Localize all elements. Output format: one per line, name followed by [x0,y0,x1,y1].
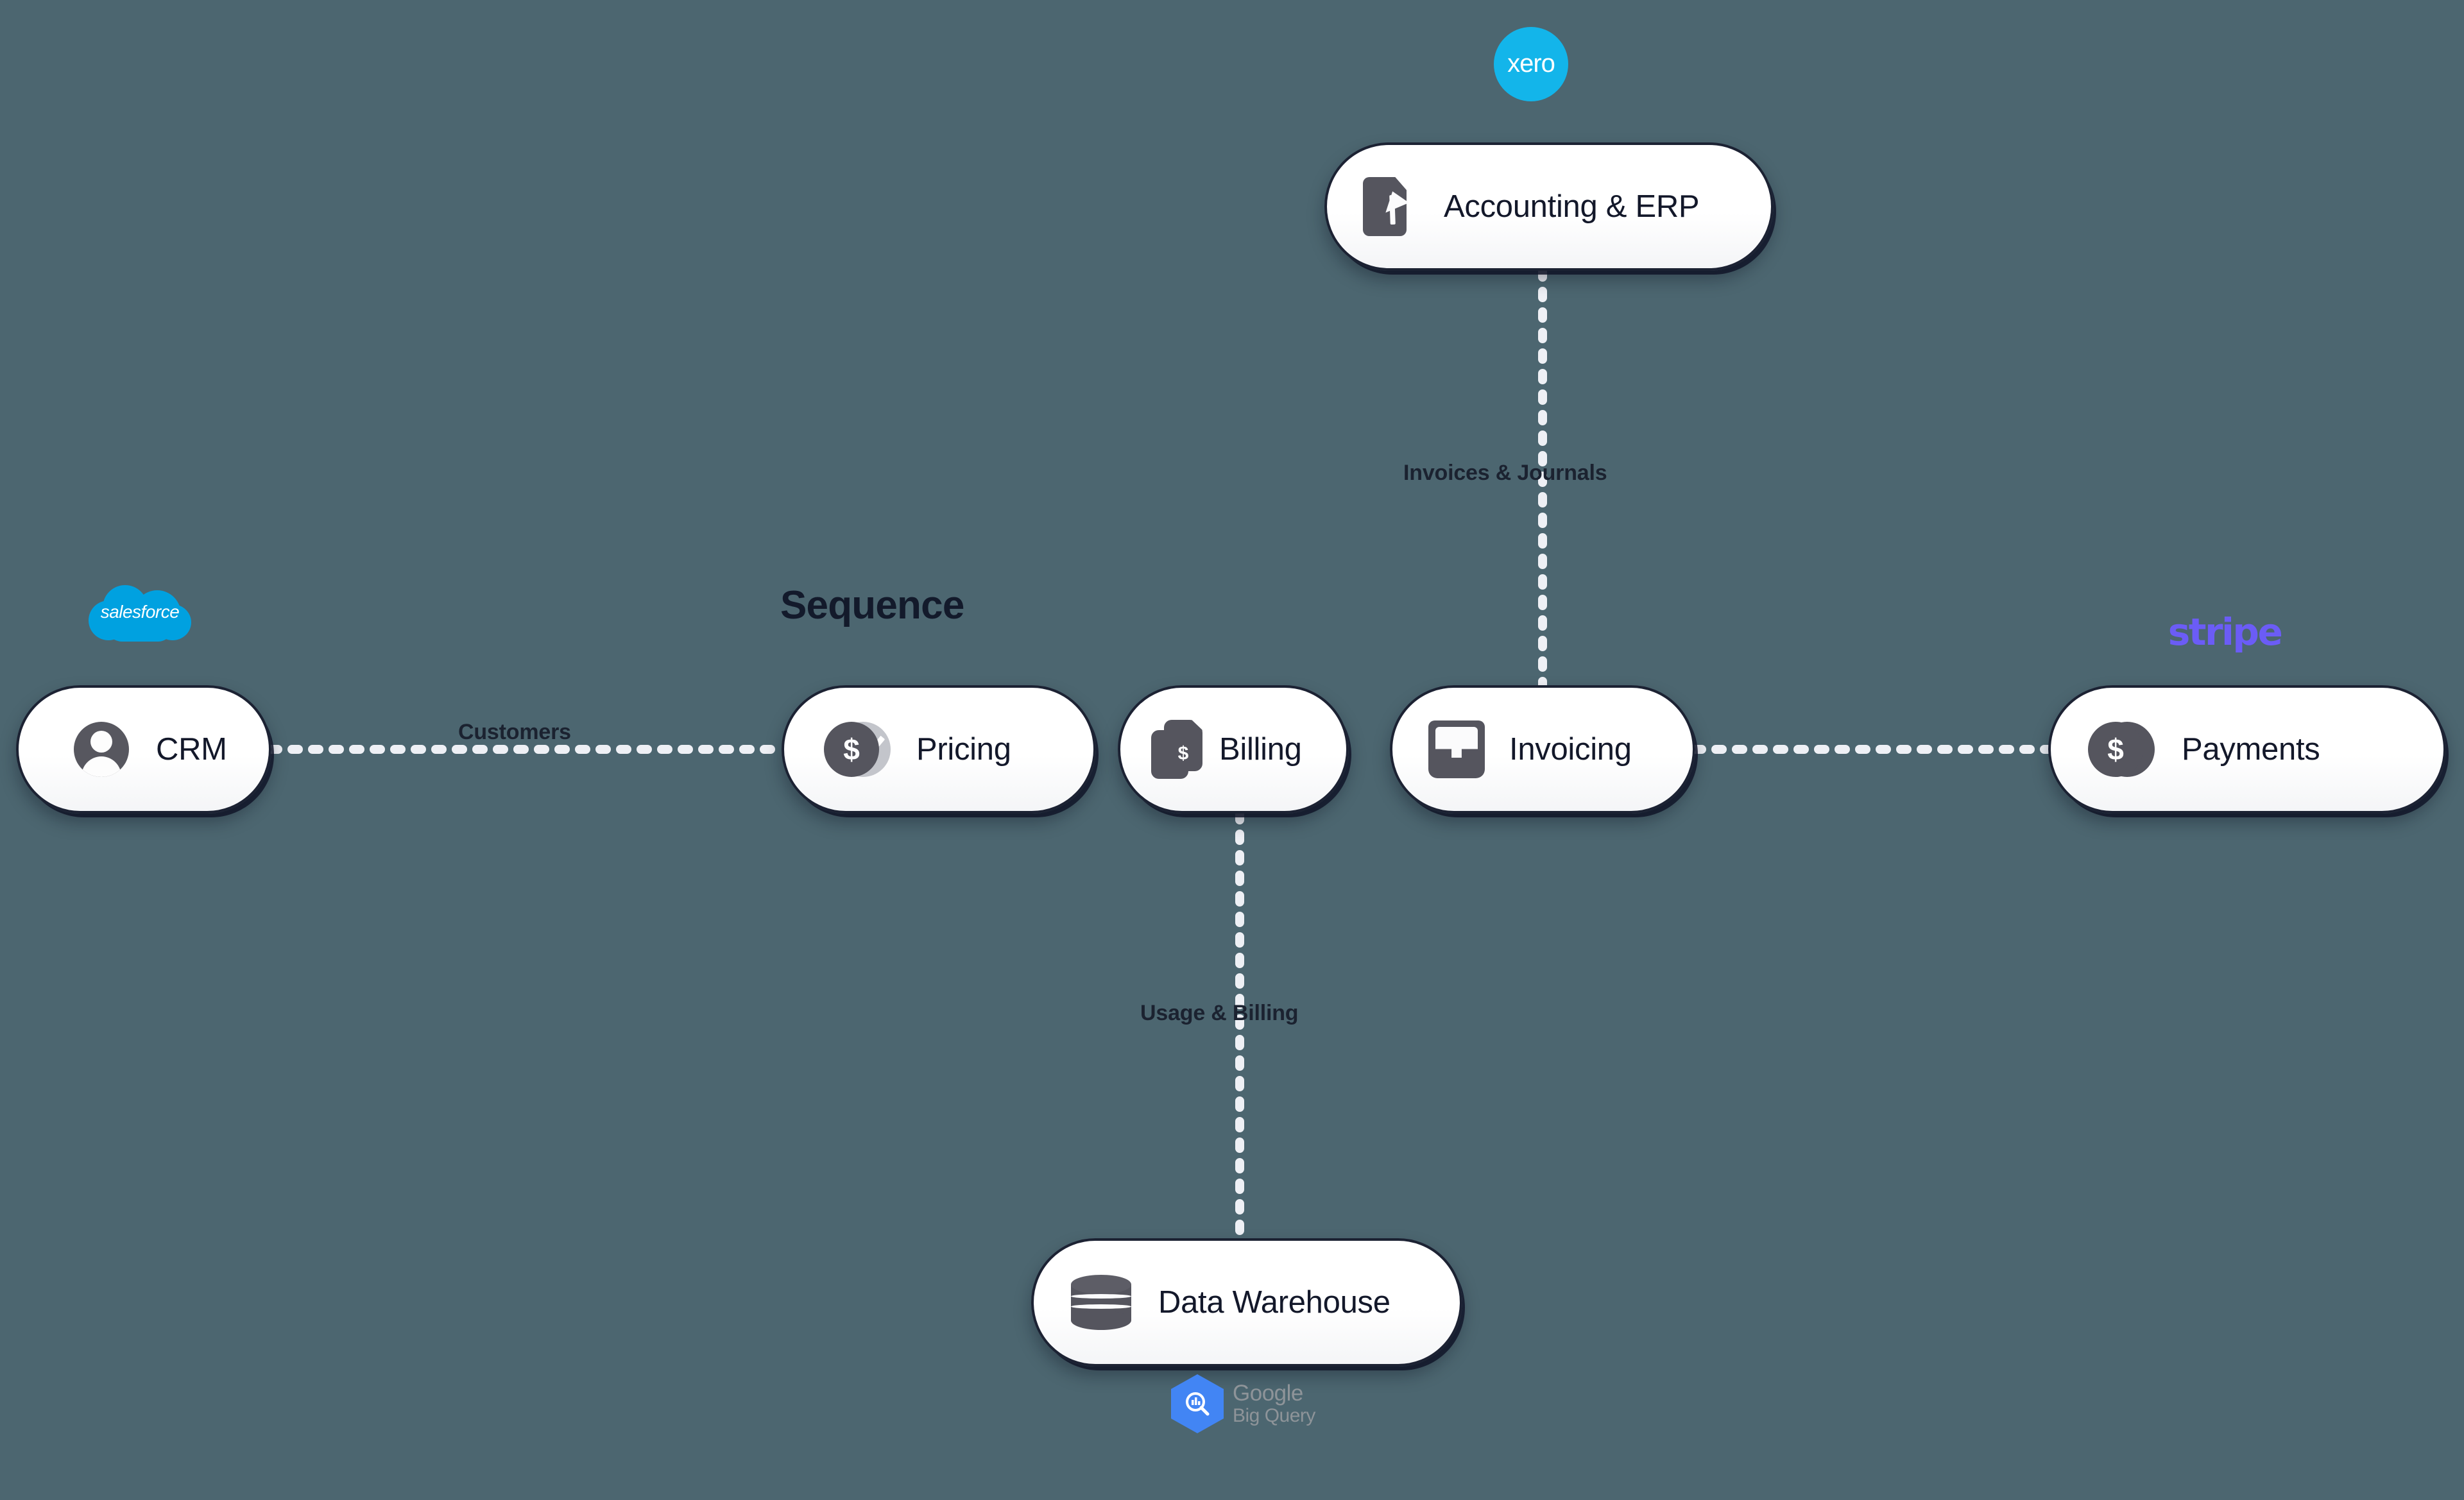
edge-label-usage-billing: Usage & Billing [1140,1001,1299,1025]
invoice-stack-icon: $ [1151,720,1202,779]
group-title-sequence: Sequence [780,583,964,627]
node-crm[interactable]: CRM [16,685,271,814]
node-accounting-erp[interactable]: Accounting & ERP [1324,142,1774,271]
database-icon [1071,1275,1131,1330]
xero-logo: xero [1494,27,1568,101]
node-pricing-label: Pricing [916,732,1011,767]
double-coin-icon: $ $ [2088,722,2155,777]
coins-check-icon: $ [824,722,891,777]
edge-label-customers: Customers [458,720,571,744]
bigquery-product-text: Big Query [1233,1404,1315,1426]
node-billing[interactable]: $ Billing [1118,685,1349,814]
node-payments-label: Payments [2182,732,2320,767]
node-accounting-erp-label: Accounting & ERP [1444,189,1700,224]
node-data-warehouse[interactable]: Data Warehouse [1031,1238,1462,1367]
inbox-icon [1428,720,1485,778]
node-data-warehouse-label: Data Warehouse [1158,1285,1390,1320]
avatar-icon [74,722,129,777]
node-payments[interactable]: $ $ Payments [2048,685,2446,814]
xero-wordmark: xero [1507,49,1555,78]
salesforce-wordmark: salesforce [100,602,180,622]
document-cursor-icon [1363,177,1418,236]
stripe-logo: stripe [2151,609,2298,654]
bigquery-hex-icon [1171,1374,1224,1433]
edge-label-invoices-journals: Invoices & Journals [1403,461,1607,485]
node-invoicing-label: Invoicing [1509,732,1632,767]
node-billing-label: Billing [1219,732,1302,767]
salesforce-logo: salesforce [85,581,195,643]
node-crm-label: CRM [156,732,227,767]
google-bigquery-logo: Google Big Query [1171,1372,1331,1436]
node-invoicing[interactable]: Invoicing [1390,685,1695,814]
stripe-wordmark: stripe [2168,610,2283,654]
node-pricing[interactable]: $ Pricing [782,685,1096,814]
bigquery-google-text: Google [1233,1380,1303,1406]
